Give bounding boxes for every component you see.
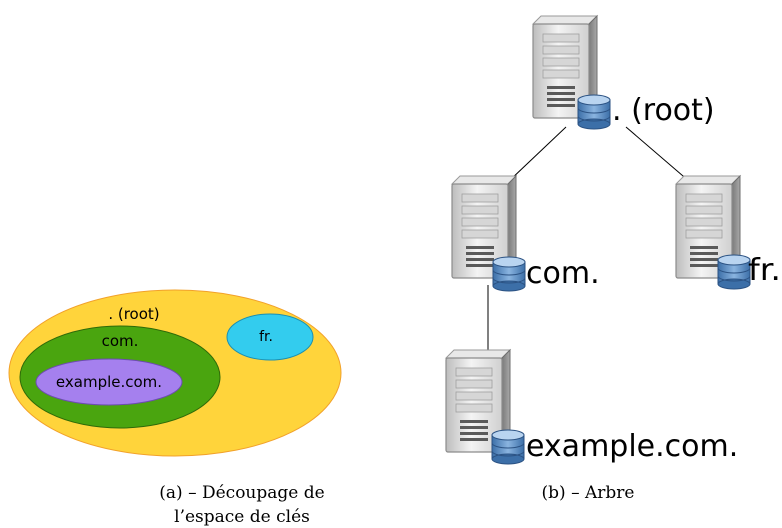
example-zone-ellipse — [35, 358, 183, 406]
edge-root-com — [507, 126, 567, 183]
com-zone-label: com. — [102, 332, 139, 350]
edge-root-fr — [625, 126, 691, 183]
caption-b: (b) – Arbre — [542, 483, 635, 503]
tree-node-fr: fr. — [675, 175, 781, 290]
database-icon — [577, 94, 611, 130]
tree-node-example: example.com. — [445, 349, 738, 465]
tree-node-example-label: example.com. — [526, 429, 738, 464]
caption-a-line1: (a) – Découpage de — [159, 483, 324, 503]
key-space-diagram: . (root) fr. com. example.com. (a) – Déc… — [8, 289, 342, 527]
tree-diagram: . (root) com. fr. example.com. (b) – Arb… — [445, 15, 781, 503]
fr-zone-ellipse — [226, 313, 314, 361]
fr-zone-label: fr. — [259, 329, 273, 345]
example-zone-label: example.com. — [56, 373, 162, 391]
tree-node-com-label: com. — [526, 256, 600, 291]
tree-node-root: . (root) — [532, 15, 715, 130]
tree-node-fr-label: fr. — [748, 253, 781, 288]
database-icon — [717, 254, 751, 290]
database-icon — [491, 429, 525, 465]
tree-node-root-label: . (root) — [612, 93, 715, 128]
tree-node-com: com. — [451, 175, 600, 292]
root-zone-label: . (root) — [108, 305, 159, 323]
caption-a-line2: l’espace de clés — [174, 507, 310, 527]
database-icon — [492, 256, 526, 292]
